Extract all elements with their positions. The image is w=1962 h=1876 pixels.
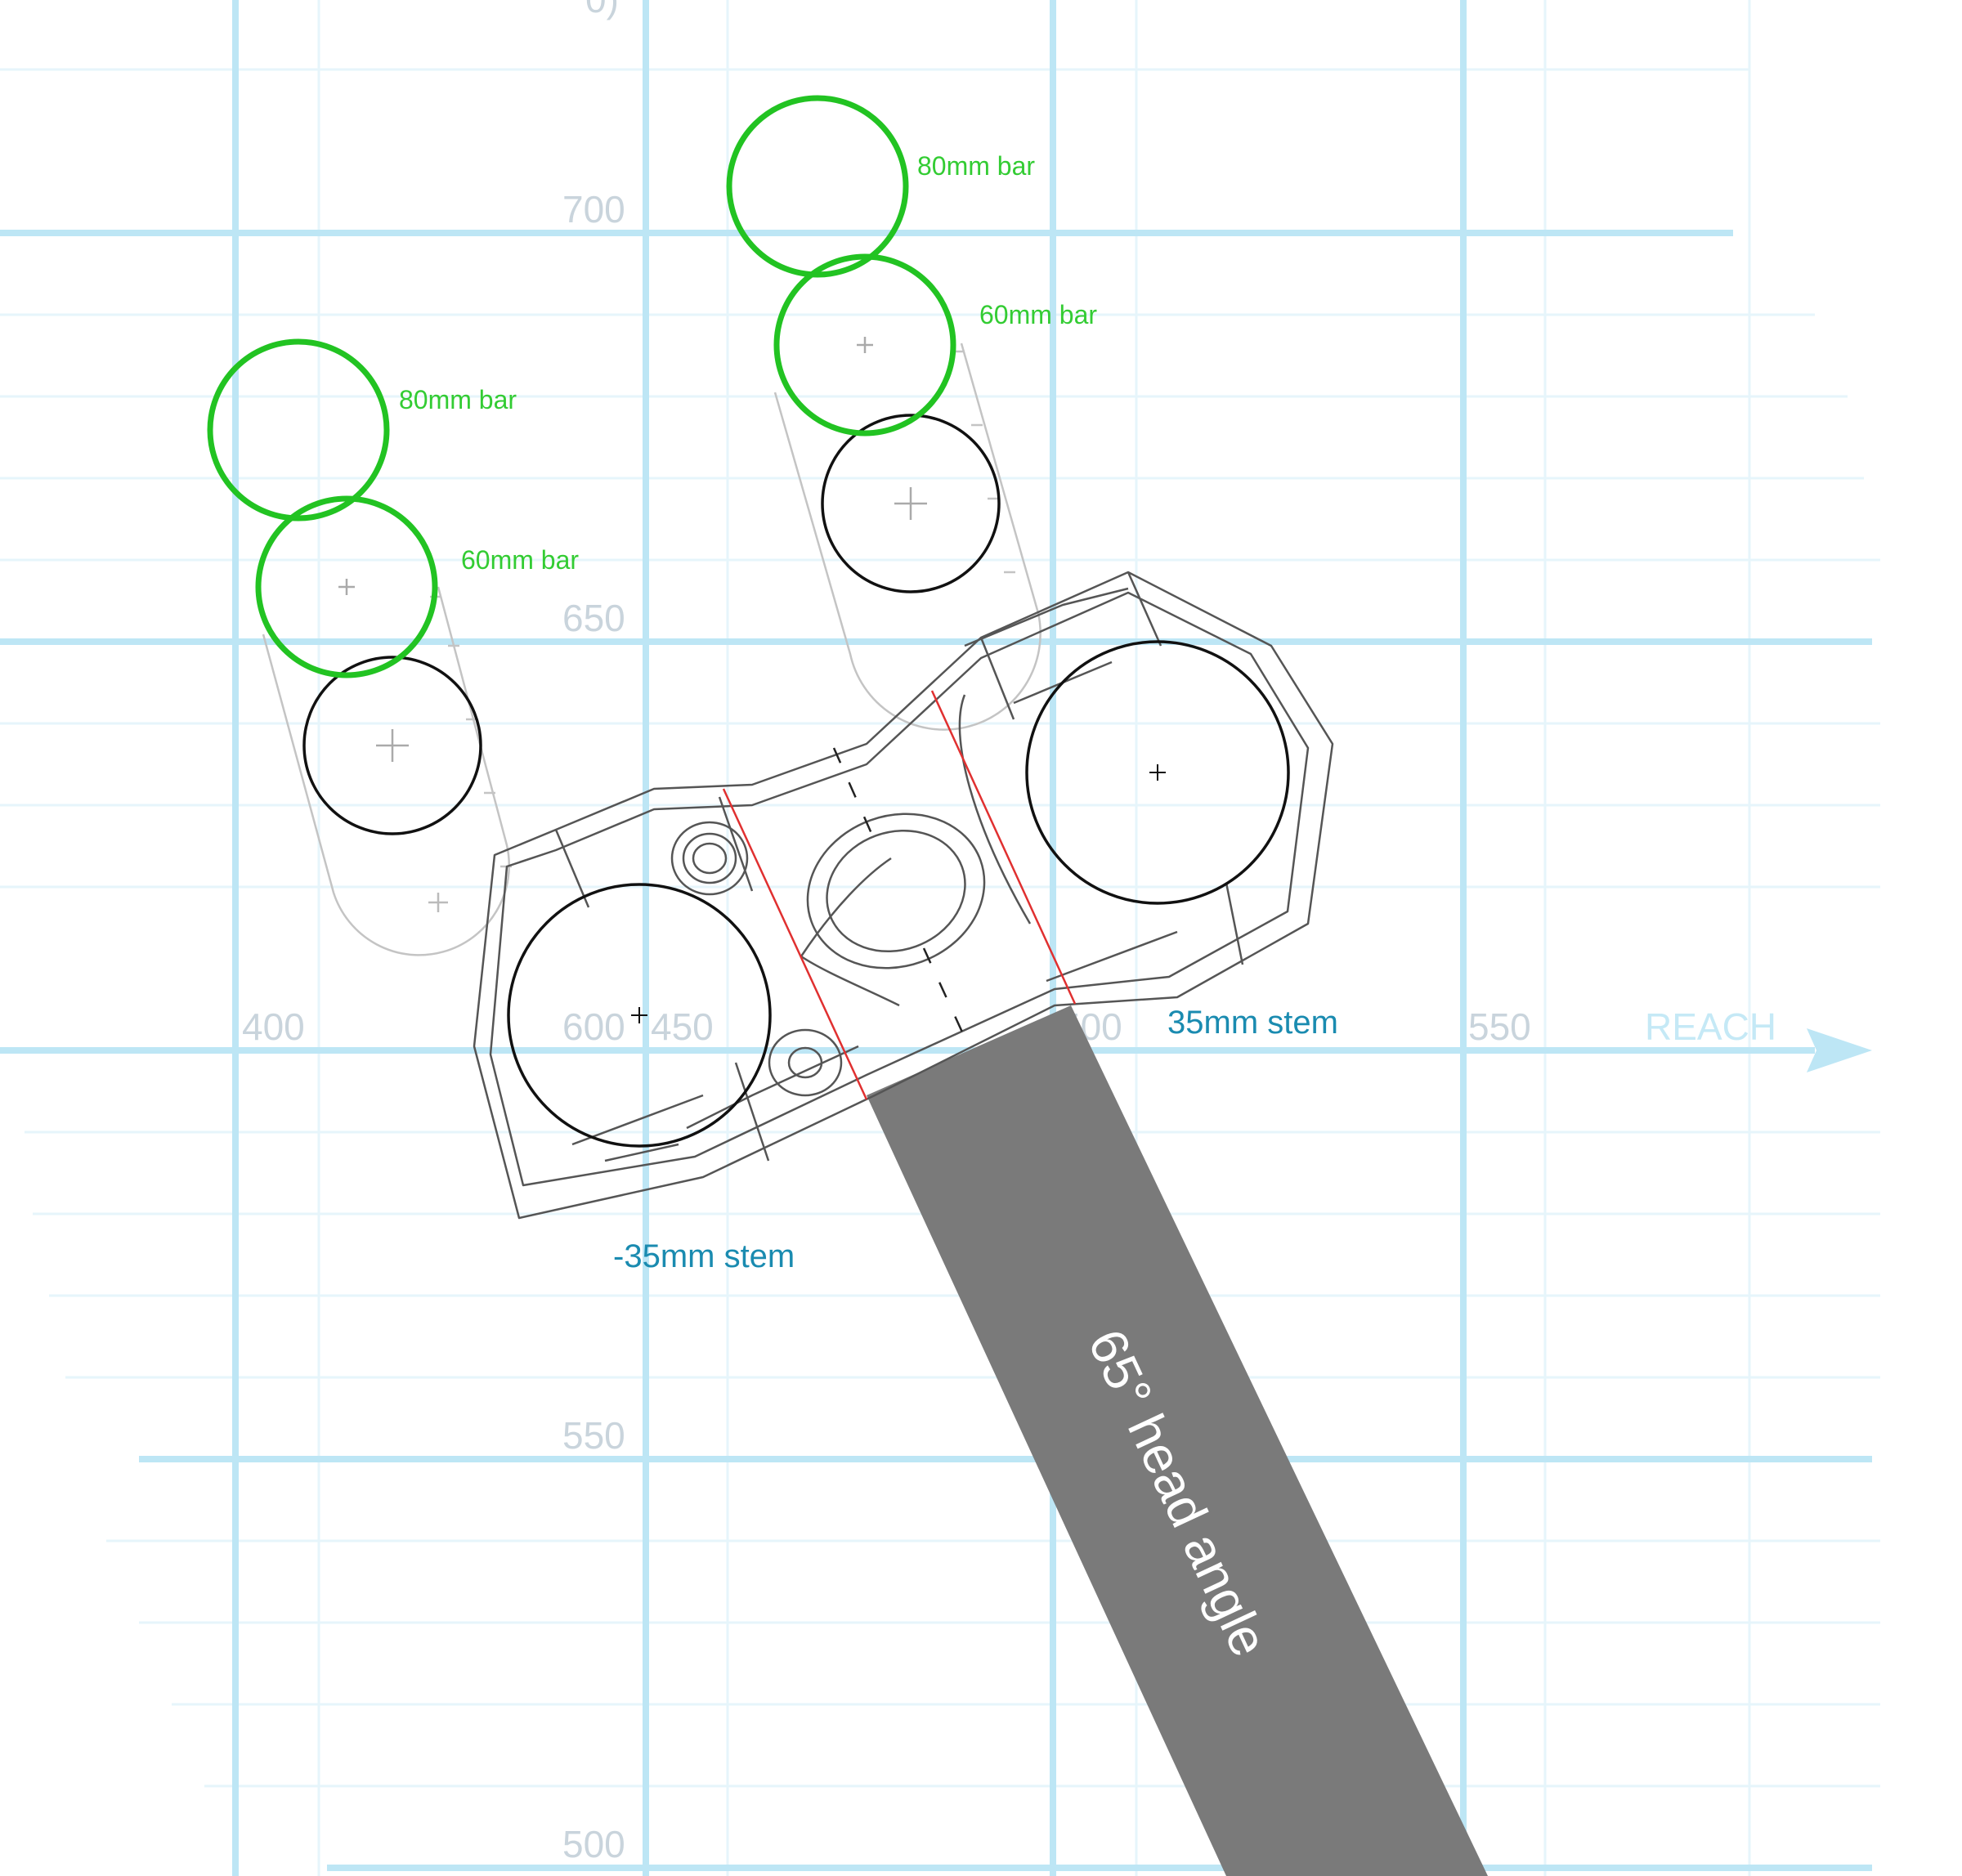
stem-body (473, 571, 1334, 1220)
rear-bar-60-label: 60mm bar (979, 300, 1097, 329)
front-bar-60-circle (255, 495, 438, 678)
reach-axis-label: REACH (1645, 1005, 1776, 1048)
stem-neg-label: -35mm stem (613, 1238, 795, 1274)
stem-pos-label: 35mm stem (1167, 1005, 1338, 1041)
stack-tick-top-partial: 0) (585, 0, 619, 20)
major-grid (0, 0, 1872, 1876)
rear-bar-zero-rise (821, 414, 1001, 593)
front-bar-60-label: 60mm bar (461, 545, 579, 575)
rear-bar-60-circle (773, 253, 956, 437)
rear-bar-slot (773, 343, 1041, 731)
minor-grid (0, 0, 1880, 1876)
reach-tick-450: 450 (651, 1005, 714, 1048)
front-bar-80-circle (207, 338, 390, 522)
front-bar-80-label: 80mm bar (399, 385, 517, 414)
reach-arrow-head (1807, 1028, 1872, 1072)
stack-tick-550: 550 (562, 1414, 625, 1457)
stem-hardware (670, 813, 986, 1097)
head-tube (867, 1005, 1488, 1876)
stem-clamp-pos35 (1025, 640, 1290, 905)
stack-tick-650: 650 (562, 597, 625, 639)
bar-rise-circles (207, 95, 956, 678)
bar-clamp-circles (302, 414, 1290, 1148)
rear-bar-80-label: 80mm bar (917, 151, 1035, 181)
rear-bar-80-circle (726, 95, 909, 278)
front-bar-zero-rise (302, 656, 482, 835)
steerer-center-dashes (832, 747, 970, 1047)
stack-tick-500: 500 (562, 1823, 625, 1865)
reach-tick-400: 400 (242, 1005, 305, 1048)
faint-center-marks (338, 337, 927, 762)
steerer-clamp-lines (722, 690, 1077, 1100)
stem-clamp-neg35 (507, 883, 772, 1148)
stack-tick-600: 600 (562, 1005, 625, 1048)
stack-tick-700: 700 (562, 188, 625, 231)
center-marks (631, 764, 1166, 1023)
reach-tick-550: 550 (1468, 1005, 1531, 1048)
